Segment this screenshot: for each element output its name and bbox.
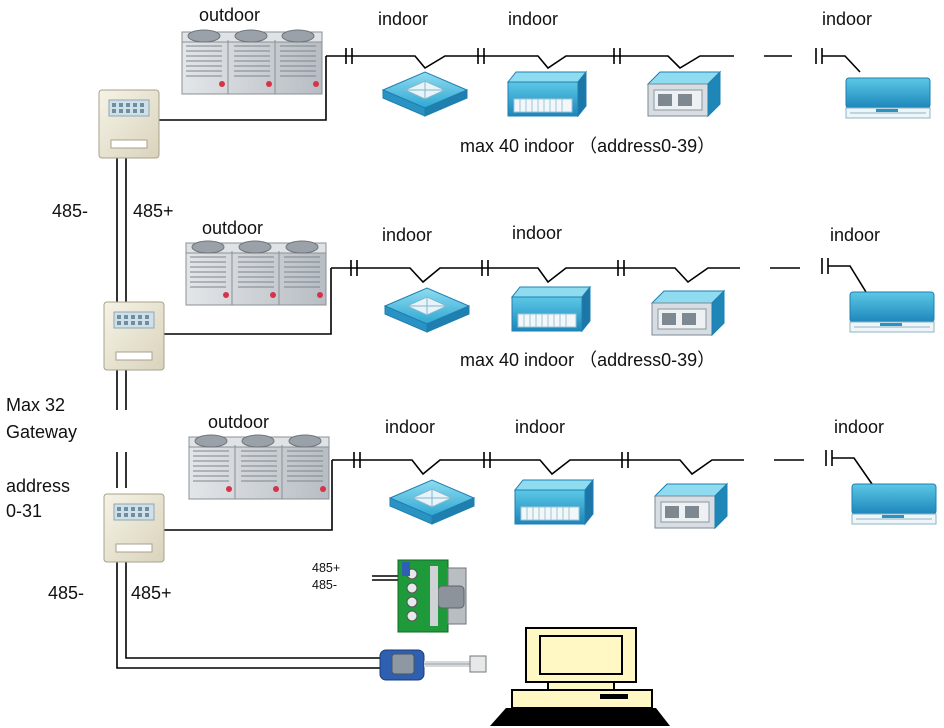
bus-plus-label-top: 485+ — [133, 201, 174, 221]
outdoor-unit-row3 — [188, 434, 330, 500]
cassette-indoor-unit-row3 — [389, 479, 475, 525]
indoor-label-row2-2: indoor — [512, 223, 563, 243]
indoor-label-row3-2: indoor — [515, 417, 566, 437]
computer — [490, 627, 670, 726]
rs485-terminal-converter — [397, 559, 467, 633]
indoor-label-row1-1: indoor — [378, 9, 429, 29]
floor-indoor-unit-row3 — [514, 479, 594, 525]
outdoor-label-row3: outdoor — [208, 412, 270, 432]
wall-indoor-unit-row3 — [851, 483, 937, 525]
wall-indoor-unit-row2 — [849, 291, 935, 333]
floor-indoor-unit-row2 — [511, 286, 591, 332]
duct-indoor-unit-row3 — [654, 483, 728, 529]
gateway-max-label-line2: Gateway — [6, 422, 78, 442]
outdoor-label-row1: outdoor — [199, 5, 261, 25]
indoor-label-row1-2: indoor — [508, 9, 559, 29]
cassette-indoor-unit-row2 — [384, 287, 470, 333]
converter-plus-label: 485+ — [312, 561, 341, 575]
indoor-label-row2-1: indoor — [382, 225, 433, 245]
duct-indoor-unit-row2 — [651, 290, 725, 336]
gateway-address-label-line1: address — [6, 476, 71, 496]
bus-plus-label-bottom: 485+ — [131, 583, 172, 603]
gateway-box-1 — [98, 89, 160, 159]
gateway-box-3 — [103, 493, 165, 563]
gateway-address-label-line2: 0-31 — [6, 501, 43, 521]
gateway-box-2 — [103, 301, 165, 371]
max-indoor-note-row1: max 40 indoor （address0-39） — [460, 136, 716, 156]
gateway-max-label-line1: Max 32 — [6, 395, 66, 415]
indoor-label-row3-3: indoor — [834, 417, 885, 437]
cassette-indoor-unit-row1 — [382, 71, 468, 117]
indoor-label-row1-3: indoor — [822, 9, 873, 29]
floor-indoor-unit-row1 — [507, 71, 587, 117]
converter-minus-label: 485- — [312, 578, 338, 592]
usb-rs485-adapter — [379, 649, 487, 681]
outdoor-unit-row2 — [185, 240, 327, 306]
indoor-label-row2-3: indoor — [830, 225, 881, 245]
duct-indoor-unit-row1 — [647, 71, 721, 117]
outdoor-label-row2: outdoor — [202, 218, 264, 238]
outdoor-unit-row1 — [181, 29, 323, 95]
bus-minus-label-top: 485- — [52, 201, 89, 221]
bus-minus-label-bottom: 485- — [48, 583, 85, 603]
wall-indoor-unit-row1 — [845, 77, 931, 119]
max-indoor-note-row2: max 40 indoor （address0-39） — [460, 350, 716, 370]
indoor-label-row3-1: indoor — [385, 417, 436, 437]
